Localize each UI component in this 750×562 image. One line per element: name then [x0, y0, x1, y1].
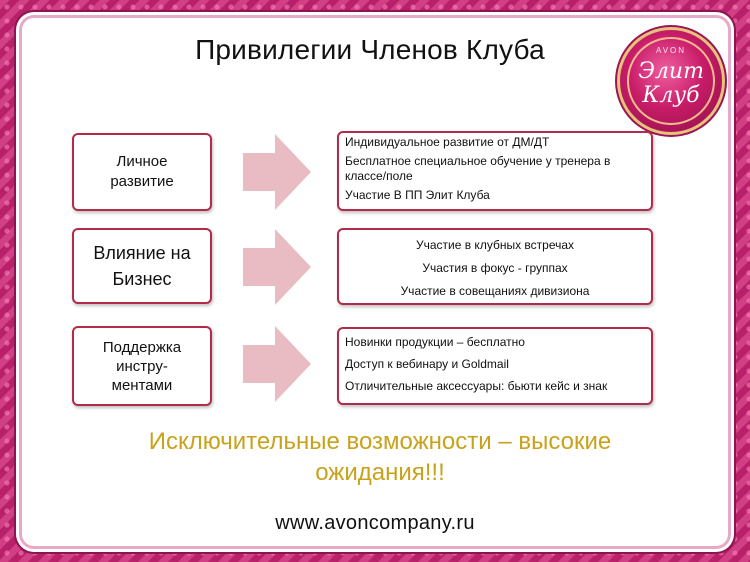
- category-box-personal-development: Личное развитие: [72, 133, 212, 211]
- benefit-item: Бесплатное специальное обучение у тренер…: [345, 154, 611, 183]
- category-label: Личное развитие: [110, 153, 174, 190]
- benefits-box-personal-development: Индивидуальное развитие от ДМ/ДТ Бесплат…: [337, 131, 653, 211]
- website-url[interactable]: www.avoncompany.ru: [275, 512, 475, 534]
- elite-club-emblem: AVON Элит Клуб: [620, 30, 722, 132]
- benefit-item: Участие в совещаниях дивизиона: [400, 284, 590, 298]
- slide-title: Привилегии Членов Клуба: [195, 34, 545, 65]
- benefit-item: Индивидуальное развитие от ДМ/ДТ: [345, 135, 550, 149]
- benefit-item: Доступ к вебинару и Goldmail: [345, 357, 509, 371]
- benefit-item: Участие в клубных встречах: [415, 238, 575, 252]
- benefit-item: Новинки продукции – бесплатно: [345, 335, 525, 349]
- benefits-box-tools-support: Новинки продукции – бесплатно Доступ к в…: [337, 327, 653, 405]
- arrow-right-icon: [243, 134, 311, 210]
- arrow-right-icon: [243, 229, 311, 305]
- slide-tagline: Исключительные возможности – высокие ожи…: [148, 428, 612, 486]
- benefit-item: Участия в фокус - группах: [422, 261, 568, 275]
- emblem-word-2: Клуб: [642, 83, 700, 108]
- category-label: Влияние на Бизнес: [93, 243, 191, 289]
- emblem-word-1: Элит: [638, 59, 704, 84]
- category-box-tools-support: Поддержка инстру- ментами: [72, 326, 212, 406]
- arrow-right-icon: [243, 326, 311, 402]
- benefits-box-business-influence: Участие в клубных встречах Участия в фок…: [337, 228, 653, 305]
- category-label: Поддержка инстру- ментами: [102, 338, 182, 394]
- category-box-business-influence: Влияние на Бизнес: [72, 228, 212, 304]
- emblem-brand: AVON: [655, 46, 687, 55]
- emblem-ring: [627, 37, 715, 125]
- benefit-item: Участие В ПП Элит Клуба: [345, 188, 490, 202]
- benefit-item: Отличительные аксессуары: бьюти кейс и з…: [345, 379, 608, 393]
